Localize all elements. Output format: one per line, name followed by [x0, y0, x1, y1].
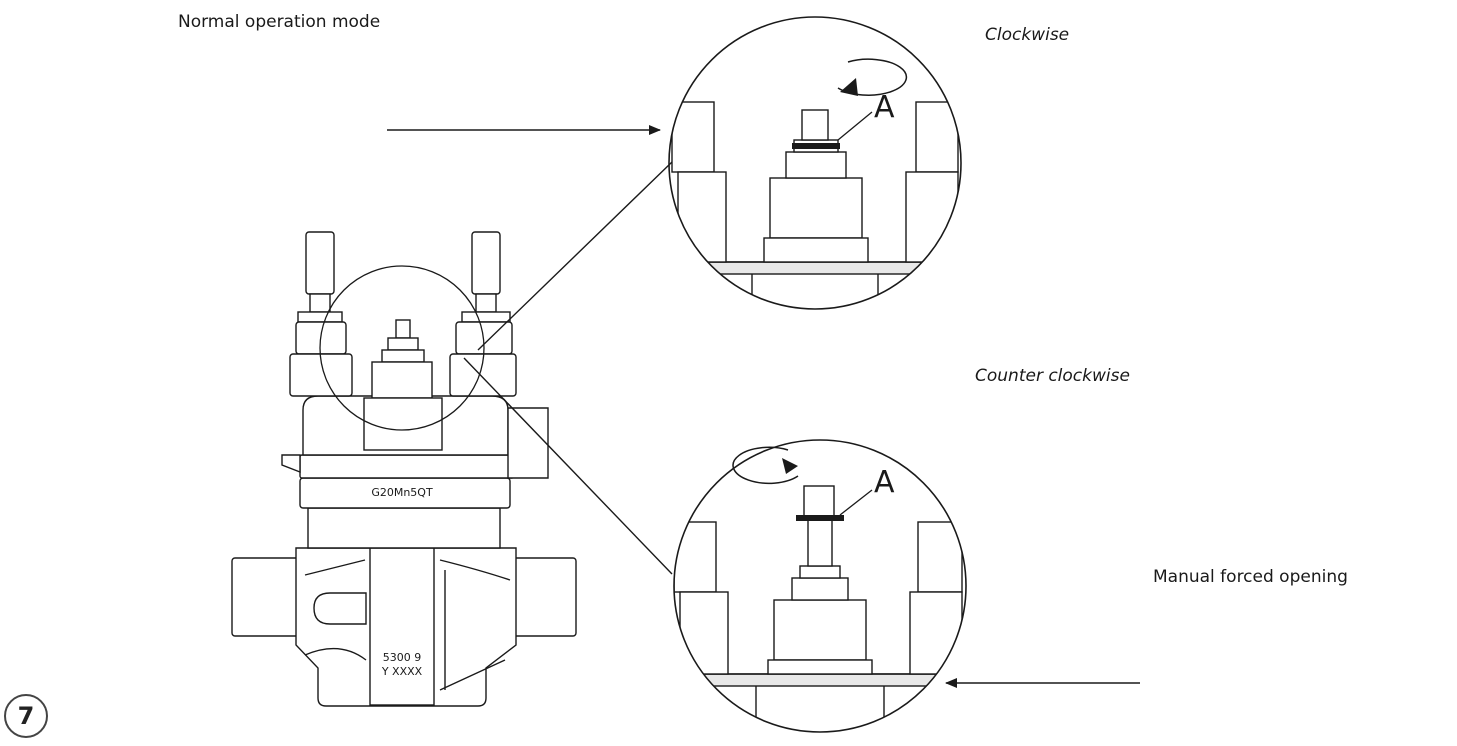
seal-ring-a-bottom — [796, 515, 844, 521]
leader-line-top — [477, 161, 673, 351]
detail-circle — [319, 265, 485, 431]
step-number-badge: 7 — [4, 694, 48, 738]
normal-operation-label: Normal operation mode — [178, 12, 381, 32]
rotation-arrow-counterclockwise-icon — [732, 446, 799, 485]
marker-a-bottom: A — [874, 465, 895, 500]
counter-clockwise-label: Counter clockwise — [975, 366, 1130, 386]
rotation-arrow-clockwise-icon — [837, 58, 908, 96]
zoom-circle-counterclockwise: A — [673, 439, 967, 733]
leader-line-bottom — [463, 357, 673, 575]
material-marking: G20Mn5QT — [371, 486, 433, 499]
zoom-circle-clockwise: A — [668, 16, 962, 310]
marker-a-top: A — [874, 90, 895, 125]
code-marking-line1: 5300 9 — [383, 651, 422, 664]
clockwise-label: Clockwise — [985, 25, 1070, 45]
valve-body — [231, 231, 577, 707]
code-marking-line2: Y XXXX — [381, 665, 423, 678]
manual-forced-opening-label: Manual forced opening — [1153, 567, 1348, 587]
seal-ring-a-top — [792, 143, 840, 149]
